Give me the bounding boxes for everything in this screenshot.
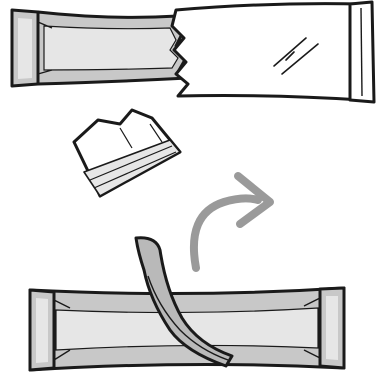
pouch-bottom-right-highlight	[326, 296, 338, 360]
pouch-bottom-left-highlight	[36, 298, 48, 363]
stick-pouch-peel-strip-icon	[30, 238, 344, 370]
pouch-top-right-end-line	[361, 8, 362, 96]
pouch-top-left-inner	[44, 26, 178, 70]
arrow-shaft	[194, 198, 258, 268]
pouch-top-right-body	[172, 4, 362, 100]
sealed-stick-pouch-torn-icon	[12, 2, 374, 102]
torn-off-tab-icon	[74, 110, 180, 196]
curved-arrow-icon	[194, 176, 270, 268]
pouch-top-left-end-highlight	[18, 18, 32, 79]
